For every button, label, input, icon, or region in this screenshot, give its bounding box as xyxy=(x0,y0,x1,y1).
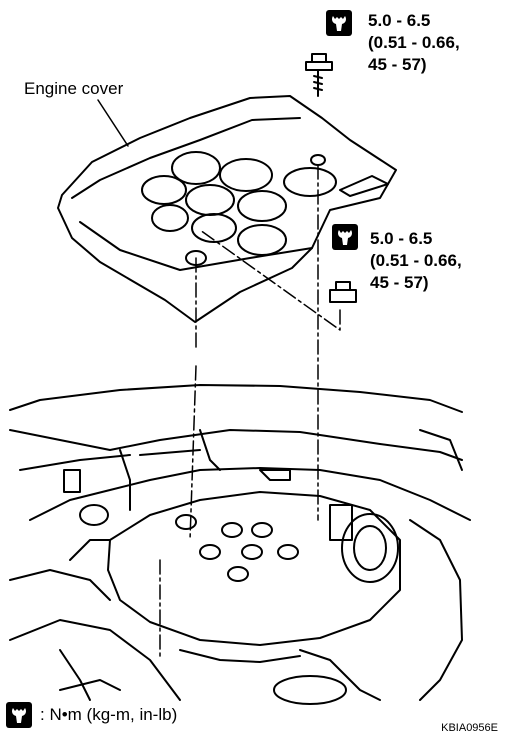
torque-top-line3: 45 - 57) xyxy=(368,55,427,74)
torque-spec-top: 5.0 - 6.5 (0.51 - 0.66, 45 - 57) xyxy=(368,10,460,76)
top-bolt xyxy=(305,53,333,97)
legend-text: : N•m (kg-m, in-lb) xyxy=(40,705,178,724)
right-nut xyxy=(329,281,357,303)
legend: : N•m (kg-m, in-lb) xyxy=(6,702,177,728)
figure-code: KBIA0956E xyxy=(441,722,498,734)
torque-right-line1: 5.0 - 6.5 xyxy=(370,229,433,248)
torque-wrench-icon xyxy=(6,702,32,728)
engine-cover-leader xyxy=(97,99,129,147)
torque-wrench-icon xyxy=(326,10,352,36)
torque-top-line2: (0.51 - 0.66, xyxy=(368,33,460,52)
torque-wrench-icon xyxy=(332,224,358,250)
torque-spec-right: 5.0 - 6.5 (0.51 - 0.66, 45 - 57) xyxy=(370,228,462,294)
engine-bay xyxy=(9,384,471,705)
torque-right-line2: (0.51 - 0.66, xyxy=(370,251,462,270)
torque-top-line1: 5.0 - 6.5 xyxy=(368,11,431,30)
torque-right-line3: 45 - 57) xyxy=(370,273,429,292)
engine-cover-label: Engine cover xyxy=(24,79,124,98)
engine-cover-outline xyxy=(57,95,397,323)
